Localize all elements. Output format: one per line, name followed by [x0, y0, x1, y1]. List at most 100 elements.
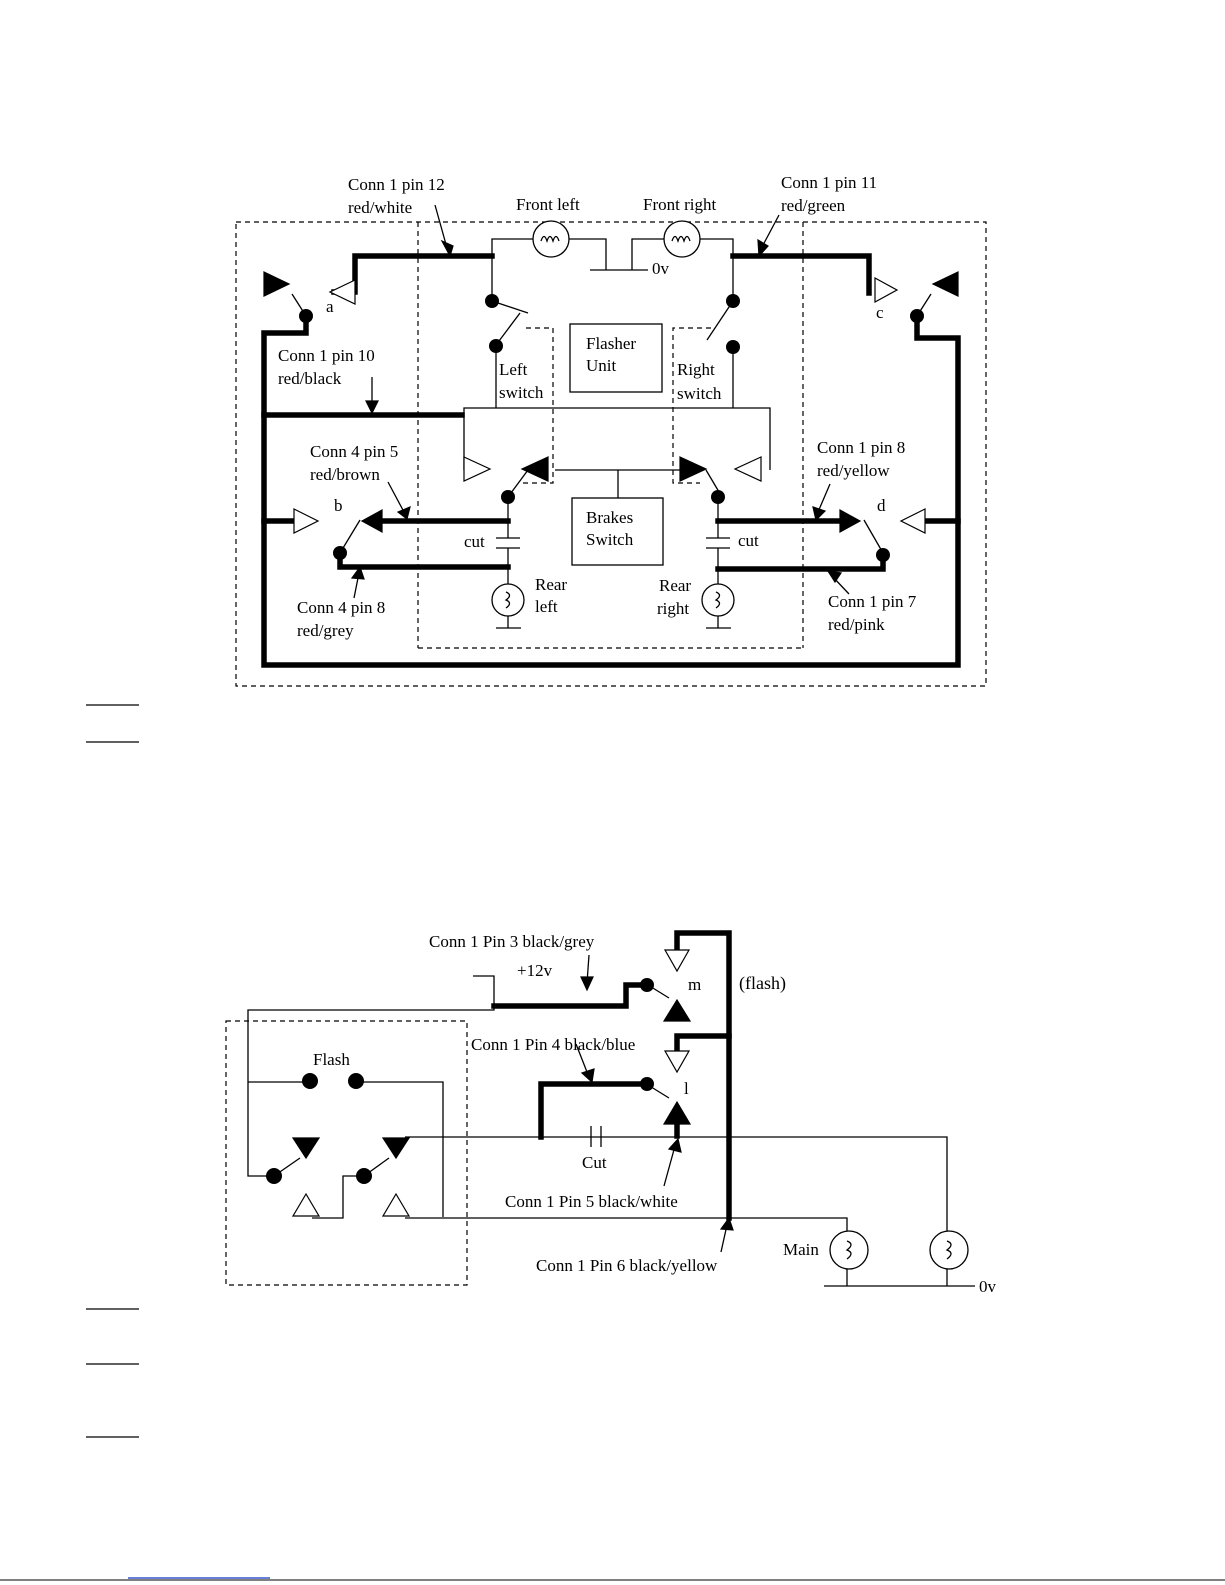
terminal-a-filled — [263, 271, 291, 297]
label-cut: Cut — [582, 1153, 607, 1172]
terminal-c-filled — [931, 271, 959, 297]
dip-right-open-terminal — [381, 1192, 411, 1217]
label-cut-left: cut — [464, 532, 485, 551]
diagram2-labels: Conn 1 Pin 3 black/grey +12v m (flash) C… — [313, 932, 997, 1296]
label-conn1-pin11-wire: red/green — [781, 196, 846, 215]
label-conn1-pin10: Conn 1 pin 10 — [278, 346, 375, 365]
arrow-head-b — [360, 508, 383, 534]
wire-flash-right — [356, 1081, 444, 1217]
label-rear-left-line2: left — [535, 597, 558, 616]
label-zero-v-top: 0v — [652, 259, 670, 278]
label-c: c — [876, 303, 884, 322]
label-front-right: Front right — [643, 195, 716, 214]
arrows-2 — [575, 954, 734, 1253]
wire-outer-loop — [261, 315, 961, 668]
switch-m-open-terminal — [663, 949, 691, 973]
thin-wiring-2 — [247, 975, 975, 1287]
label-right-switch-line2: switch — [677, 384, 722, 403]
contact-dots-2 — [266, 978, 654, 1184]
label-rear-left-line1: Rear — [535, 575, 567, 594]
switch-dashed-boundary — [225, 1020, 468, 1286]
label-conn1-pin6: Conn 1 Pin 6 black/yellow — [536, 1256, 718, 1275]
wire-conn1-pin11 — [730, 253, 872, 296]
dip-right-terminal — [381, 1137, 411, 1160]
wire-conn1-pin6 — [674, 930, 732, 1221]
flasher-unit-box — [569, 323, 663, 393]
diagram1-labels: Conn 1 pin 12 red/white Front left Front… — [278, 173, 917, 640]
label-zero-v-bottom: 0v — [979, 1277, 997, 1296]
label-m: m — [688, 975, 701, 994]
rear-right-lamp — [701, 583, 735, 617]
wire-conn1-pin7 — [715, 553, 886, 572]
left-brake-terminal-filled — [520, 456, 549, 482]
contact-dots — [299, 294, 924, 562]
right-switch-enclosure — [672, 327, 711, 484]
label-conn1-pin12-wire: red/white — [348, 198, 412, 217]
label-flash: Flash — [313, 1050, 350, 1069]
switch-l-filled-terminal — [662, 1100, 692, 1125]
thick-wiring-2 — [491, 930, 732, 1221]
label-plus12v: +12v — [517, 961, 553, 980]
label-conn1-pin7-wire: red/pink — [828, 615, 885, 634]
label-left-switch-line1: Left — [499, 360, 528, 379]
dip-switch-mid — [312, 1175, 364, 1219]
right-brake-terminal-filled — [679, 456, 708, 482]
label-cut-right: cut — [738, 531, 759, 550]
wire-branch-l — [674, 1033, 732, 1053]
label-conn1-pin11: Conn 1 pin 11 — [781, 173, 877, 192]
label-conn4-pin5: Conn 4 pin 5 — [310, 442, 398, 461]
switch-d-blade — [863, 519, 884, 554]
label-flasher-line2: Unit — [586, 356, 617, 375]
label-a: a — [326, 297, 334, 316]
brakes-switch-box — [571, 497, 664, 566]
label-conn1-pin12: Conn 1 pin 12 — [348, 175, 445, 194]
terminal-b-open — [293, 508, 320, 534]
label-conn1-pin3: Conn 1 Pin 3 black/grey — [429, 932, 595, 951]
label-conn1-pin8: Conn 1 pin 8 — [817, 438, 905, 457]
thick-wiring — [261, 253, 961, 668]
flash-circuit-diagram: Conn 1 Pin 3 black/grey +12v m (flash) C… — [225, 930, 997, 1296]
label-rear-right-line2: right — [657, 599, 689, 618]
dip-left-open-terminal — [291, 1192, 321, 1217]
switch-terminals-2 — [291, 949, 692, 1217]
wire-conn1-pin4 — [538, 1081, 649, 1140]
wire-front-left-return — [568, 238, 607, 270]
switch-m-filled-terminal — [662, 998, 692, 1022]
dip-left-terminal — [291, 1137, 321, 1160]
right-switch-terminal-open — [733, 456, 762, 482]
label-conn1-pin8-wire: red/yellow — [817, 461, 890, 480]
dip-lamp — [929, 1230, 969, 1270]
label-front-left: Front left — [516, 195, 580, 214]
label-l: l — [684, 1079, 689, 1098]
wire-dipped — [405, 1136, 948, 1238]
left-switch-terminal-open — [463, 456, 492, 482]
terminal-c-open — [874, 276, 899, 304]
right-switch-contact — [706, 300, 734, 341]
left-switch-blade — [495, 312, 521, 346]
wire-front-right-return — [631, 238, 665, 270]
wire-front-right-feed — [698, 238, 734, 300]
terminal-d-open — [899, 508, 926, 534]
label-rear-right-line1: Rear — [659, 576, 691, 595]
label-main: Main — [783, 1240, 819, 1259]
main-lamp — [829, 1230, 869, 1270]
rear-left-lamp — [491, 583, 525, 617]
label-conn1-pin4: Conn 1 Pin 4 black/blue — [471, 1035, 635, 1054]
wire-plus12v-feed — [247, 975, 495, 1177]
label-b: b — [334, 496, 343, 515]
front-right-lamp — [663, 220, 701, 258]
label-left-switch-line2: switch — [499, 383, 544, 402]
left-switch-enclosure — [522, 327, 554, 484]
label-d: d — [877, 496, 886, 515]
wire-conn4-pin8 — [337, 551, 511, 570]
front-left-lamp — [532, 220, 570, 258]
terminal-a-open — [328, 279, 356, 305]
label-brakes-line1: Brakes — [586, 508, 633, 527]
label-flash-note: (flash) — [739, 973, 786, 994]
wire-conn1-pin12 — [331, 253, 495, 295]
wire-front-left-feed — [491, 238, 534, 300]
switch-l-open-terminal — [663, 1050, 691, 1074]
label-conn4-pin8-wire: red/grey — [297, 621, 354, 640]
label-right-switch-line1: Right — [677, 360, 715, 379]
